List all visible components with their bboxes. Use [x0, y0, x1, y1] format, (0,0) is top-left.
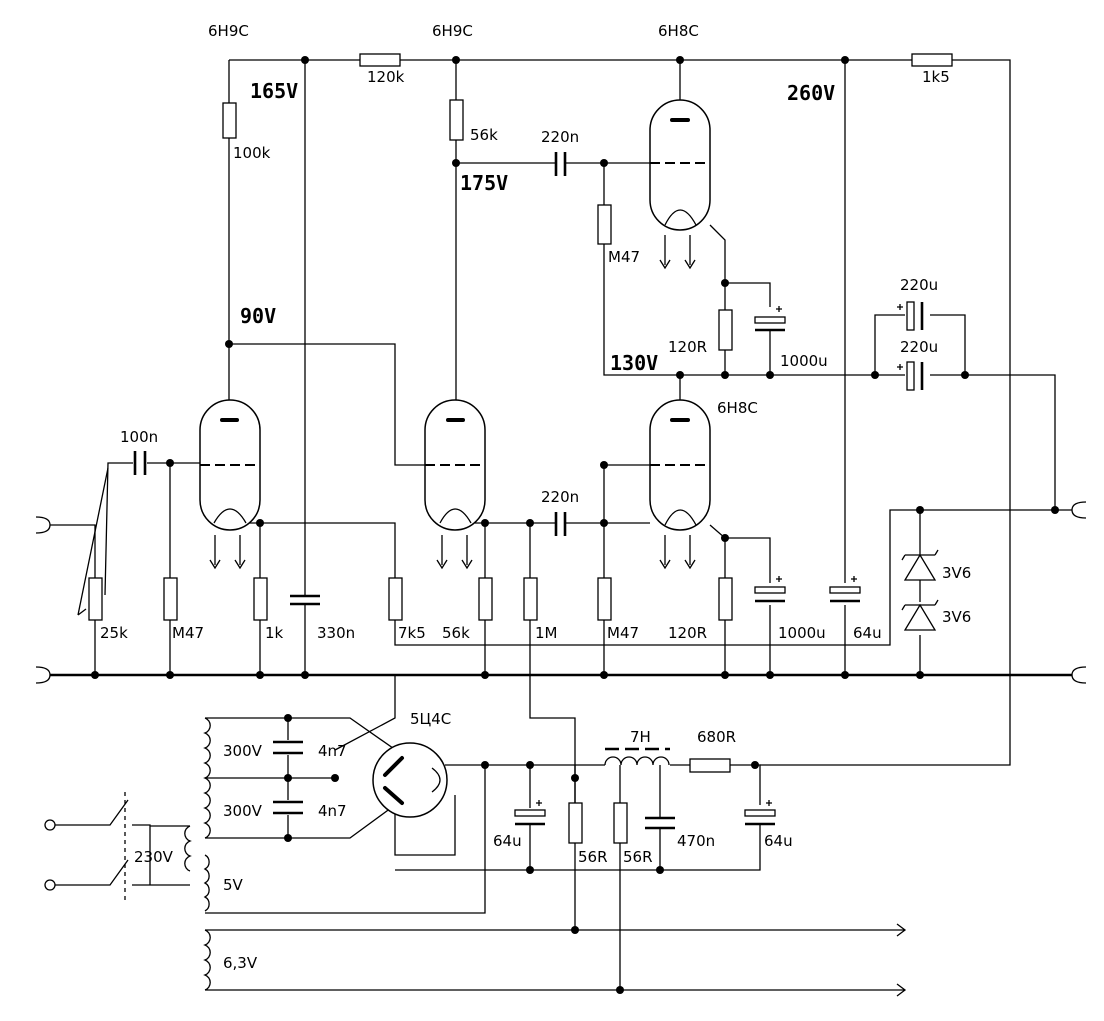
label-c64u-b: 64u — [493, 832, 522, 850]
labels: 6H9C 6H9C 6H8C 6H8C 5Ц4С 165V 175V 90V 2… — [100, 22, 971, 972]
choke-7h — [604, 747, 670, 766]
voltage-90v: 90V — [240, 304, 276, 328]
voltage-130v: 130V — [610, 351, 658, 375]
label-r120k: 120k — [367, 68, 405, 86]
label-choke: 7H — [630, 728, 651, 746]
label-c4n7-b: 4n7 — [318, 802, 347, 820]
label-r56r-b: 56R — [623, 848, 653, 866]
label-mains: 230V — [134, 848, 174, 866]
rectifier-tube — [372, 742, 448, 818]
label-r7k5: 7k5 — [398, 624, 426, 642]
label-c64u-a: 64u — [853, 624, 882, 642]
label-r56r-a: 56R — [578, 848, 608, 866]
label-r56k-top: 56k — [470, 126, 498, 144]
label-r120r-top: 120R — [668, 338, 707, 356]
power-transformer — [149, 717, 211, 991]
label-rm47-in: M47 — [172, 624, 204, 642]
wiring — [50, 59, 1072, 997]
label-c4n7-a: 4n7 — [318, 742, 347, 760]
tube-output-lower — [649, 399, 711, 570]
label-rm47-top: M47 — [608, 248, 640, 266]
label-c100n: 100n — [120, 428, 158, 446]
label-r1k5: 1k5 — [922, 68, 950, 86]
label-tube2: 6H9C — [432, 22, 473, 40]
label-sec-hv2: 300V — [223, 802, 263, 820]
voltage-175v: 175V — [460, 171, 508, 195]
label-zener2: 3V6 — [942, 608, 971, 626]
label-r25k: 25k — [100, 624, 128, 642]
label-c1000u-bot: 1000u — [778, 624, 826, 642]
label-c220n-mid: 220n — [541, 488, 579, 506]
label-c220u-a: 220u — [900, 276, 938, 294]
tube-stage1 — [199, 399, 261, 570]
label-r1k: 1k — [265, 624, 284, 642]
label-sec-hv1: 300V — [223, 742, 263, 760]
label-r100k: 100k — [233, 144, 271, 162]
label-sec-5v: 5V — [223, 876, 244, 894]
label-zener1: 3V6 — [942, 564, 971, 582]
label-tube3: 6H8C — [658, 22, 699, 40]
label-c220n-top: 220n — [541, 128, 579, 146]
label-c220u-b: 220u — [900, 338, 938, 356]
label-r120r-bot: 120R — [668, 624, 707, 642]
label-c1000u-top: 1000u — [780, 352, 828, 370]
resistors — [77, 53, 953, 844]
junction-dots — [91, 56, 1059, 994]
tube-output-upper — [649, 99, 711, 270]
capacitors — [133, 152, 924, 830]
label-rectifier: 5Ц4С — [410, 710, 451, 728]
label-tube4: 6H8C — [717, 399, 758, 417]
label-sec-63v: 6,3V — [223, 954, 258, 972]
label-r1m: 1M — [535, 624, 558, 642]
voltage-260v: 260V — [787, 81, 835, 105]
label-c64u-c: 64u — [764, 832, 793, 850]
label-c330n: 330n — [317, 624, 355, 642]
label-c470n: 470n — [677, 832, 715, 850]
tube-stage2 — [424, 399, 486, 570]
label-tube1: 6H9C — [208, 22, 249, 40]
label-r56k-bot: 56k — [442, 624, 470, 642]
zener-diodes — [901, 549, 939, 631]
label-rm47-g4: M47 — [607, 624, 639, 642]
voltage-165v: 165V — [250, 79, 298, 103]
label-r680r: 680R — [697, 728, 736, 746]
terminals — [35, 501, 1087, 891]
